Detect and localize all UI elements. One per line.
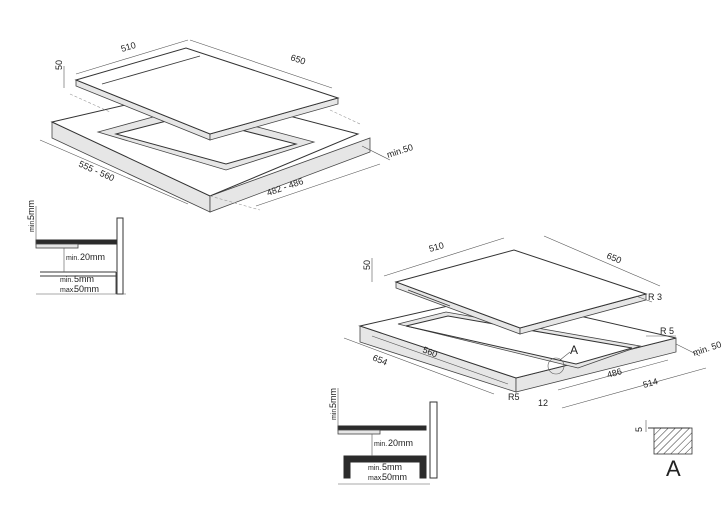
label-panel-min-2: min. 5mm bbox=[368, 462, 402, 472]
dim-step: 12 bbox=[538, 398, 548, 408]
label-panel-min-1: min. 5mm bbox=[60, 274, 94, 284]
dim-line-width-2 bbox=[383, 237, 505, 277]
svg-text:5mm: 5mm bbox=[382, 462, 402, 472]
svg-text:20mm: 20mm bbox=[388, 438, 413, 448]
dim-width-1: 510 bbox=[120, 40, 137, 54]
diagram-2: A 510 650 50 R 3 R 5 min. 50 654 560 R5 … bbox=[343, 235, 723, 409]
svg-text:20mm: 20mm bbox=[80, 252, 105, 262]
dim-line-depth-1 bbox=[189, 39, 333, 89]
hob-plate-2 bbox=[394, 249, 648, 335]
svg-text:50mm: 50mm bbox=[382, 472, 407, 482]
dim-clearance-2: min. 50 bbox=[692, 339, 723, 358]
dim-outer-width-2: 654 bbox=[371, 353, 389, 368]
svg-text:min.: min. bbox=[29, 219, 36, 232]
dim-line-depth-2 bbox=[543, 235, 661, 287]
side-panel-1 bbox=[116, 217, 124, 295]
svg-text:min.: min. bbox=[368, 465, 381, 472]
svg-text:max.: max. bbox=[368, 475, 383, 482]
svg-text:50mm: 50mm bbox=[74, 284, 99, 294]
label-panel-max-1: max. 50mm bbox=[60, 284, 99, 294]
worktop-cutout-2 bbox=[358, 295, 677, 393]
dim-width-2: 510 bbox=[428, 240, 445, 254]
hob-plate-1 bbox=[74, 47, 340, 141]
dim-outer-depth-2: 514 bbox=[642, 376, 659, 390]
detail-circle-a bbox=[547, 357, 565, 375]
profile-2: min. 5mm min. 20mm min. 5mm max. 50mm bbox=[328, 388, 438, 485]
dim-radius-cutout: R5 bbox=[508, 392, 520, 402]
dim-line-inner-width-2 bbox=[371, 335, 509, 385]
hob-edge-1 bbox=[35, 239, 117, 245]
detail-a: 5 A bbox=[634, 420, 693, 481]
label-clear-min-2: min. 20mm bbox=[374, 438, 413, 448]
label-gap-min-1: min. 5mm bbox=[26, 200, 36, 232]
panel-2 bbox=[343, 455, 427, 479]
svg-text:min.: min. bbox=[60, 277, 73, 284]
dim-line-outer-depth-2 bbox=[561, 367, 707, 409]
detail-dimension: 5 bbox=[634, 427, 644, 432]
dim-line-cutout-width-1 bbox=[39, 139, 189, 205]
dim-clearance-1: min.50 bbox=[386, 142, 415, 160]
hob-edge-2 bbox=[337, 425, 427, 431]
detail-hatch bbox=[653, 427, 693, 455]
svg-text:5mm: 5mm bbox=[74, 274, 94, 284]
dim-radius-corner: R 5 bbox=[660, 326, 674, 336]
label-gap-min-2: min. 5mm bbox=[328, 388, 338, 420]
dim-thickness-1: 50 bbox=[54, 60, 64, 70]
dim-inner-depth-2: 486 bbox=[606, 366, 623, 380]
dim-line-inner-depth-2 bbox=[557, 359, 669, 391]
svg-text:min.: min. bbox=[374, 441, 387, 448]
detail-title: A bbox=[666, 456, 681, 481]
detail-label-a: A bbox=[570, 343, 578, 357]
dim-radius-top: R 3 bbox=[648, 292, 662, 302]
label-panel-max-2: max. 50mm bbox=[368, 472, 407, 482]
diagram-1: 510 650 50 555 - 560 482 - 486 min.50 bbox=[39, 39, 415, 213]
svg-text:min.: min. bbox=[66, 255, 79, 262]
label-clear-min-1: min. 20mm bbox=[66, 252, 105, 262]
dim-line-width-1 bbox=[75, 39, 189, 75]
svg-text:max.: max. bbox=[60, 287, 75, 294]
profile-1: min. 5mm min. 20mm min. 5mm max. 50mm bbox=[26, 200, 126, 295]
svg-text:5mm: 5mm bbox=[26, 200, 36, 220]
dim-line-outer-width-2 bbox=[343, 337, 495, 395]
svg-text:5mm: 5mm bbox=[328, 388, 338, 408]
dim-line-cutout-depth-1 bbox=[255, 163, 381, 207]
dim-depth-1: 650 bbox=[289, 52, 306, 66]
svg-text:min.: min. bbox=[331, 407, 338, 420]
dim-line-clearance-1 bbox=[361, 145, 391, 161]
side-panel-2 bbox=[429, 401, 438, 479]
dim-thickness-2: 50 bbox=[362, 260, 372, 270]
